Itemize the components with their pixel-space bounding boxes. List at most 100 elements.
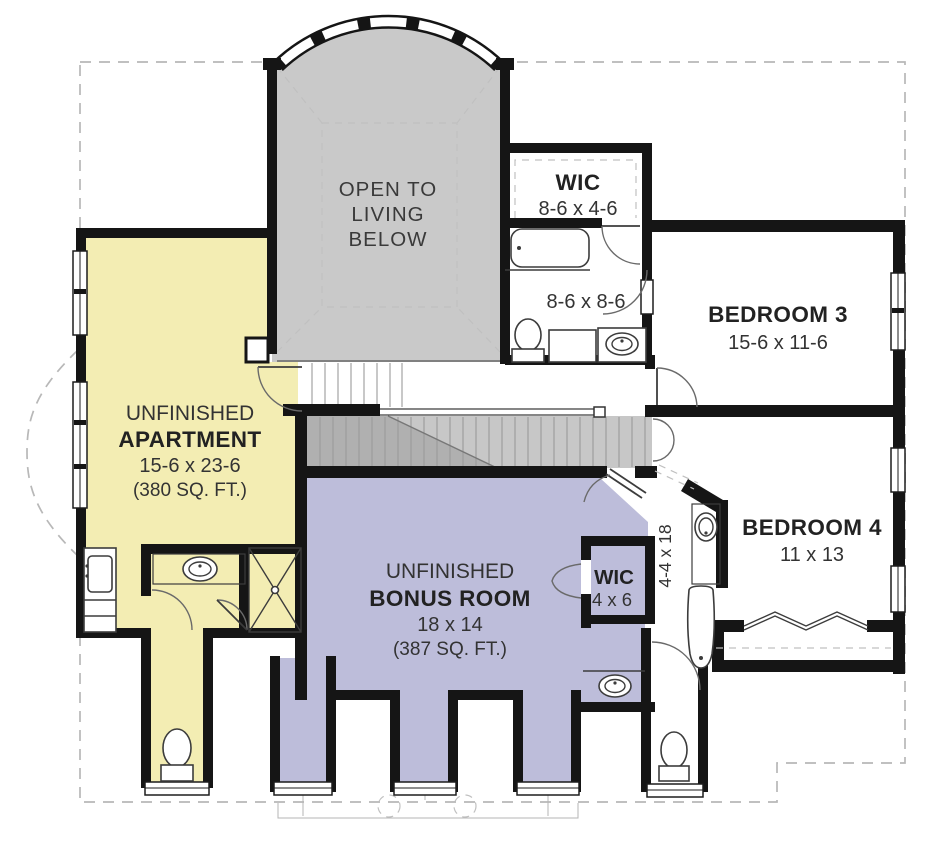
shower-apartment [248,547,302,633]
wic-main-door [601,225,641,265]
wic-bonus-left-wall-upper [581,536,591,560]
wic-main-label: WIC [556,170,601,195]
nook-bottom-wall [573,702,655,712]
closet-wall-stub-left [712,620,744,632]
toilet-hall-dormer [658,731,690,782]
right-wall-seg1 [893,220,905,273]
stair-upper-treads [311,363,403,407]
apartment-window-upper [72,250,88,336]
bonus-top-wall [295,466,607,478]
bonus-region [280,478,648,784]
dormer3-wall-right [571,690,581,792]
toilet-dormer-wall-left [641,628,651,792]
dormer3-wall-left [513,690,523,792]
apartment-dims: 15-6 x 23-6 [139,455,240,477]
doors [151,225,701,691]
dormer-windows [144,781,704,798]
wic-bath-divider-wall [505,218,602,228]
windows [72,250,906,798]
bonus-dims: 18 x 14 [417,614,483,636]
bedroom4-window-upper [890,447,906,493]
hall-wall-stub [645,355,655,369]
apartment-label-1: UNFINISHED [126,402,254,425]
apt-bath-wall-vert [141,544,151,596]
bonus-top-wall-stub [635,466,657,478]
apartment-floor [86,237,298,628]
bonus-bottom-wall-seg1 [330,690,394,700]
dormer3-floor [523,690,571,784]
wall-notch [244,336,270,364]
apartment-bottom-wall-right [205,628,305,638]
open-below-right-wall [500,62,510,364]
bathtub-hall [686,585,716,669]
apartment-entry-door [257,366,303,412]
bonus-area: (387 SQ. FT.) [393,639,507,660]
wic-bonus-right-wall [645,536,655,624]
bay-windows [274,17,503,70]
bottom-ridge-line [277,803,579,819]
apartment-area: (380 SQ. FT.) [133,480,247,501]
bedroom4-window-lower [890,565,906,613]
wic-bonus-label: WIC [594,566,634,589]
open-below-label-1: OPEN TO [339,178,438,201]
fixtures [83,159,891,782]
toilet-main-bath [511,318,545,363]
toilet-room-door [651,641,701,691]
bath-main-right-wall-lower [642,312,652,365]
bedroom3-dims: 15-6 x 11-6 [728,332,828,354]
labels: OPEN TO LIVING BELOW WIC 8-6 x 4-6 8-6 x… [118,170,881,660]
staircase [283,363,652,469]
stair-wall [283,404,380,416]
bedroom4-closet-left-wall [712,620,724,672]
open-to-below-region [272,14,505,362]
bay-corner-left [263,58,281,70]
bonus-floor [307,478,648,690]
vanity-main-bath [597,327,647,363]
apartment-bottom-wall-left [76,628,150,638]
dormer2-floor [400,690,448,784]
wic-main-shelving [514,159,637,218]
stair-lower-treads [319,417,646,467]
bottom-vent-right [453,794,477,818]
right-wall-seg3 [893,492,905,566]
bedroom4-dims: 11 x 13 [780,544,844,566]
bath-main-cabinet [548,329,597,363]
apartment-dormer-wall-right [203,628,213,788]
wic-main-top-wall [505,143,652,153]
closet-rod-bedroom4 [716,611,891,649]
apartment-region [86,237,298,786]
bedroom3-top-wall [652,220,905,232]
dormer2-wall-right [448,690,458,792]
stair-break-line [387,415,498,469]
bath-main-dims: 8-6 x 8-6 [547,291,626,313]
bottom-vent-left [377,794,401,818]
bath-main-door [602,269,648,315]
bathtub-main [505,228,590,271]
closet-wall-stub-right [867,620,905,632]
bay-corner-right [496,58,514,70]
vanity-hall-bath [691,503,721,585]
dormer1-wall-left [270,656,280,792]
newel-post [593,406,606,418]
dormer1-wall-right [326,656,336,792]
bedroom3-window [890,272,906,351]
ceiling-hip-lines [276,66,501,353]
shower-door [216,599,248,631]
apartment-window-lower [72,381,88,509]
toilet-apartment-dormer [160,728,194,782]
vanity-apartment-bath [152,553,246,585]
apartment-bath-door [151,589,193,631]
apartment-kitchenette [83,547,117,633]
bedroom3-door [656,367,698,408]
wic-main-dims: 8-6 x 4-6 [539,198,618,220]
roof-perimeter [79,61,906,803]
hall-bath-door [652,418,675,462]
bedroom4-bottom-wall [712,660,905,672]
wic-bonus-dims: 4 x 6 [592,589,632,610]
toilet-dormer-wall-right [698,656,708,792]
open-below-label-3: BELOW [348,228,427,251]
bath-main-cased-opening [640,279,654,315]
apartment-top-wall [76,228,277,238]
wic-main-right-wall-upper [642,143,652,280]
wic-bonus-door [551,563,582,599]
